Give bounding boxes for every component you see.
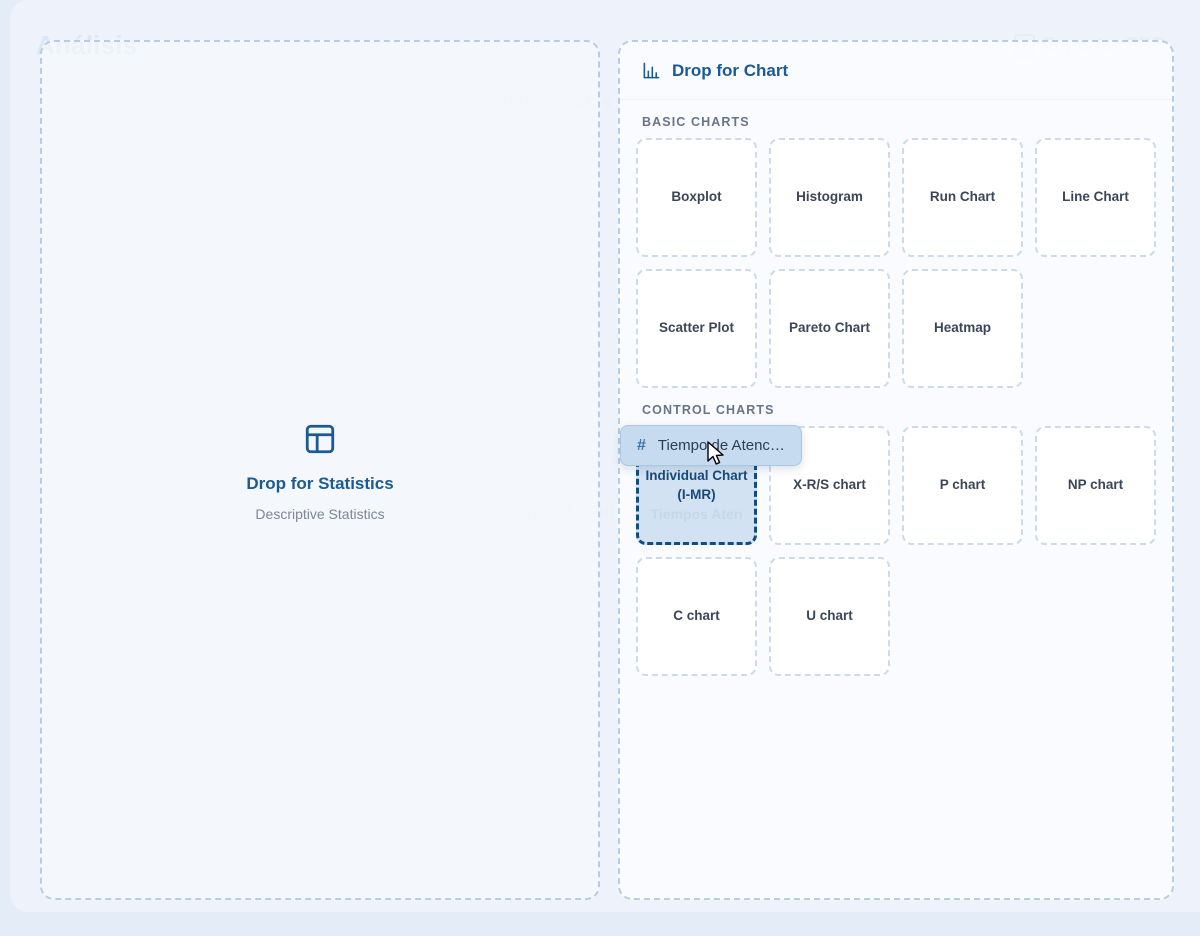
chart-card-p-chart[interactable]: P chart bbox=[902, 426, 1023, 545]
chart-card-run-chart[interactable]: Run Chart bbox=[902, 138, 1023, 257]
table-icon bbox=[305, 424, 335, 454]
chart-panel-header: Drop for Chart bbox=[620, 42, 1172, 100]
basic-charts-grid: Boxplot Histogram Run Chart Line Chart S… bbox=[636, 138, 1156, 388]
chart-card-label: X-R/S chart bbox=[793, 477, 866, 493]
chart-card-label: Scatter Plot bbox=[658, 320, 735, 336]
chart-card-label: NP chart bbox=[1067, 477, 1124, 493]
bar-chart-icon bbox=[643, 62, 660, 79]
chart-card-pareto-chart[interactable]: Pareto Chart bbox=[769, 269, 890, 388]
chart-panel-body: BASIC CHARTS Boxplot Histogram Run Chart… bbox=[620, 100, 1172, 898]
statistics-drop-message: Drop for Statistics Descriptive Statisti… bbox=[42, 422, 598, 522]
chart-card-label: Individual Chart (I-MR) bbox=[645, 468, 748, 502]
app-shell: Análisis Exportar PDF Gráfico Individual… bbox=[10, 0, 1200, 912]
chart-card-line-chart[interactable]: Line Chart bbox=[1035, 138, 1156, 257]
chart-card-scatter-plot[interactable]: Scatter Plot bbox=[636, 269, 757, 388]
chart-card-label: Heatmap bbox=[933, 320, 992, 336]
statistics-drop-title: Drop for Statistics bbox=[246, 474, 394, 493]
chart-card-np-chart[interactable]: NP chart bbox=[1035, 426, 1156, 545]
chart-card-label: Pareto Chart bbox=[788, 320, 871, 336]
section-label-control-charts: CONTROL CHARTS bbox=[642, 403, 775, 417]
chart-card-heatmap[interactable]: Heatmap bbox=[902, 269, 1023, 388]
chart-card-label: C chart bbox=[673, 608, 720, 624]
chart-card-label: Line Chart bbox=[1062, 189, 1129, 205]
chart-card-u-chart[interactable]: U chart bbox=[769, 557, 890, 676]
chart-card-label: U chart bbox=[806, 608, 853, 624]
statistics-drop-subtitle: Descriptive Statistics bbox=[255, 506, 385, 522]
statistics-drop-panel[interactable]: Drop for Statistics Descriptive Statisti… bbox=[40, 40, 600, 900]
chart-card-label: Histogram bbox=[796, 189, 863, 205]
chart-card-label: P chart bbox=[939, 477, 986, 493]
chart-card-label: Boxplot bbox=[671, 189, 722, 205]
chart-panel-title: Drop for Chart bbox=[672, 60, 789, 80]
drag-chip-label: Tiempo de Atenc… bbox=[657, 437, 785, 454]
chart-drop-panel[interactable]: Drop for Chart BASIC CHARTS Boxplot Hist… bbox=[618, 40, 1174, 900]
chart-card-boxplot[interactable]: Boxplot bbox=[636, 138, 757, 257]
hash-icon: # bbox=[637, 436, 646, 454]
chart-card-c-chart[interactable]: C chart bbox=[636, 557, 757, 676]
chart-card-ghost-label: Tiempos Aten bbox=[650, 506, 743, 523]
chart-card-label: Run Chart bbox=[929, 189, 996, 205]
chart-card-histogram[interactable]: Histogram bbox=[769, 138, 890, 257]
mouse-cursor-arrow-pointer bbox=[707, 441, 724, 465]
section-label-basic-charts: BASIC CHARTS bbox=[642, 115, 750, 129]
